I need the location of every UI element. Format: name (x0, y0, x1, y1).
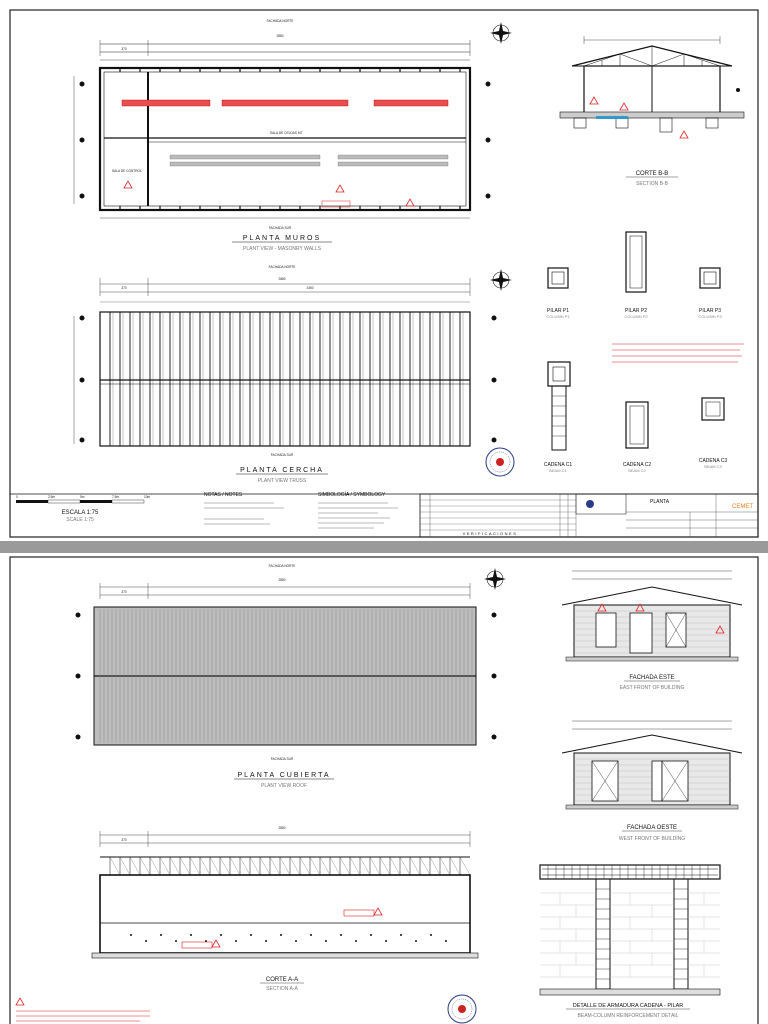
bottom-strip: 0 2.5m 5m 7.5m 10m ESCALA 1:75 SCALE 1:7… (10, 491, 759, 538)
pillar-2-name: PILAR P2 (625, 308, 647, 314)
walls-top-label: FACHADA NORTE (267, 19, 294, 23)
scale-label: ESCALA 1:75 (62, 510, 99, 516)
section-bb-subtitle: SECTION B-B (636, 181, 669, 187)
title-block-sheet-title: PLANTA (650, 499, 670, 505)
truss-subtitle: PLANT VIEW TRUSS (258, 478, 307, 484)
section-aa: 2880 370 CORTE A-A SECTION A-A (91, 826, 479, 992)
roof-top-label: FACHADA NORTE (269, 564, 296, 568)
scale-tick-2: 5m (80, 495, 85, 499)
north-arrow-icon (484, 568, 506, 590)
legend-heading: SIMBOLOGÍA / SYMBOLOGY (318, 491, 386, 498)
truss-title: PLANTA CERCHA (240, 467, 324, 474)
front-west-subtitle: WEST FRONT OF BUILDING (619, 836, 685, 842)
section-bb-title: CORTE B-B (636, 171, 669, 177)
sheet-2-drawing: FACHADA NORTE 2880 370 FACHADA SUR PLANT… (9, 556, 759, 1024)
truss-left-dim: 370 (121, 286, 127, 290)
plan-truss: FACHADA NORTE 2880 370 2450 FACHADA SUR … (73, 265, 497, 484)
roof-bottom-label: FACHADA SUR (271, 757, 294, 761)
cadena-details: CADENA C1 BEAM C1 CADENA C2 BEAM C2 CADE… (544, 361, 728, 473)
cadena-1-name: CADENA C1 (544, 462, 573, 468)
pillar-3-name: PILAR P3 (699, 308, 721, 314)
north-arrow-icon (490, 269, 512, 291)
detail-title: DETALLE DE ARMADURA CADENA - PILAR (573, 1003, 684, 1009)
scale-sub: SCALE 1:75 (66, 517, 94, 523)
north-arrow-icon (490, 22, 512, 44)
cadena-2-name: CADENA C2 (623, 462, 652, 468)
verification-label: VERIFICACIONES (463, 531, 518, 536)
walls-left-dim: 370 (121, 47, 127, 51)
plan-roof: FACHADA NORTE 2880 370 FACHADA SUR PLANT… (75, 564, 497, 789)
front-west-title: FACHADA OESTE (627, 825, 677, 831)
section-aa-title: CORTE A-A (266, 977, 298, 983)
scale-tick-0: 0 (16, 495, 18, 499)
front-west: FACHADA OESTE WEST FRONT OF BUILDING (561, 720, 743, 842)
plan-walls: FACHADA NORTE 2880 370 SALA DE CONTROL S… (73, 19, 491, 252)
section-aa-left-dim: 370 (121, 838, 127, 842)
red-notes (612, 343, 744, 363)
cadena-1-sub: BEAM C1 (549, 468, 567, 473)
section-aa-subtitle: SECTION A-A (266, 986, 298, 992)
scale-tick-1: 2.5m (48, 495, 55, 499)
pillar-3-sub: COLUMN P3 (698, 314, 722, 319)
pillar-details: PILAR P1 COLUMN P1 PILAR P2 COLUMN P2 PI… (546, 231, 722, 319)
roof-overall-dim: 2880 (278, 578, 285, 582)
truss-overall-dim: 2880 (278, 277, 285, 281)
reinforcement-detail: DETALLE DE ARMADURA CADENA - PILAR BEAM-… (539, 864, 721, 1019)
notes-heading: NOTAS / NOTES (204, 492, 243, 498)
pillar-1-name: PILAR P1 (547, 308, 569, 314)
front-east-subtitle: EAST FRONT OF BUILDING (620, 685, 685, 691)
front-east: FACHADA ESTE EAST FRONT OF BUILDING (561, 570, 743, 691)
walls-bottom-label: FACHADA SUR (269, 226, 292, 230)
walls-sala-celdas: SALA DE CELDAS MT (270, 131, 302, 135)
pillar-2-sub: COLUMN P2 (624, 314, 648, 319)
truss-top-label: FACHADA NORTE (269, 265, 296, 269)
red-notes-bottom (15, 997, 150, 1022)
sheet-1-drawing: FACHADA NORTE 2880 370 SALA DE CONTROL S… (9, 9, 759, 538)
cadena-3-name: CADENA C3 (699, 458, 728, 464)
truss-right-dim: 2450 (306, 286, 313, 290)
scale-tick-3: 7.5m (112, 495, 119, 499)
walls-subtitle: PLANT VIEW - MASONRY WALLS (243, 246, 322, 252)
walls-overall-dim: 2880 (276, 34, 283, 38)
seal-stamp-icon (447, 994, 477, 1024)
roof-subtitle: PLANT VIEW ROOF (261, 783, 307, 789)
walls-title: PLANTA MUROS (243, 235, 321, 242)
cadena-3-sub: BEAM C3 (704, 464, 722, 469)
cadena-2-sub: BEAM C2 (628, 468, 646, 473)
section-bb: CORTE B-B SECTION B-B (559, 36, 745, 187)
seal-stamp-icon (485, 447, 515, 477)
walls-sala-control: SALA DE CONTROL (112, 169, 142, 173)
truss-bottom-label: FACHADA SUR (271, 453, 294, 457)
roof-title: PLANTA CUBIERTA (237, 772, 330, 779)
scale-tick-4: 10m (144, 495, 151, 499)
section-aa-overall-dim: 2880 (278, 826, 285, 830)
detail-subtitle: BEAM-COLUMN REINFORCEMENT DETAIL (578, 1013, 679, 1019)
company-name: CEMET (732, 504, 753, 510)
drawing-sheet-1: FACHADA NORTE 2880 370 SALA DE CONTROL S… (0, 0, 768, 541)
roof-left-dim: 370 (121, 590, 127, 594)
drawing-sheet-2: FACHADA NORTE 2880 370 FACHADA SUR PLANT… (0, 553, 768, 1024)
front-east-title: FACHADA ESTE (629, 675, 674, 681)
pillar-1-sub: COLUMN P1 (546, 314, 570, 319)
